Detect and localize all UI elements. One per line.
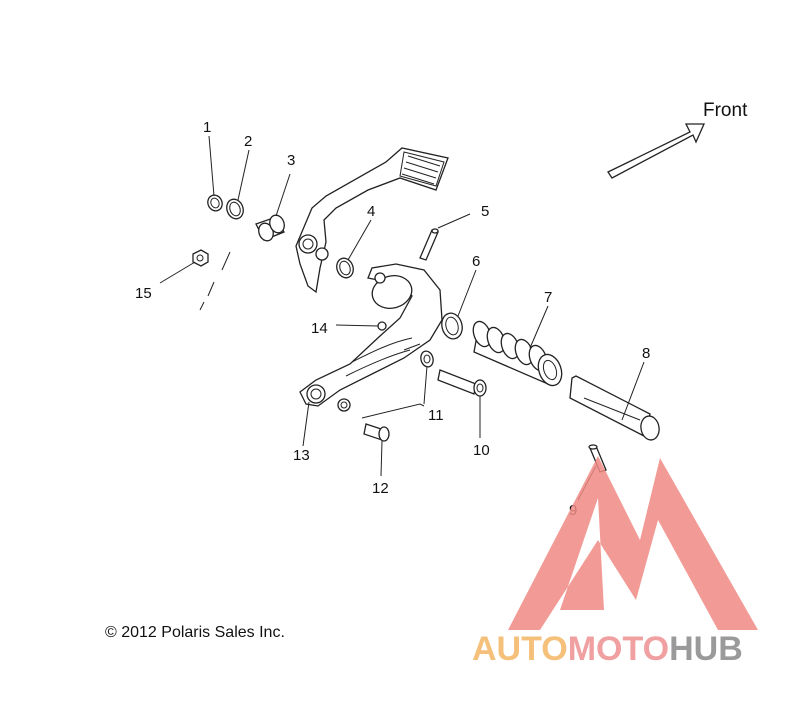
callout-14: 14	[311, 320, 328, 337]
callout-13: 13	[293, 447, 310, 464]
part-8-footpeg-shaft	[569, 375, 660, 441]
part-5-pin	[419, 228, 439, 261]
part-1-clip	[207, 194, 223, 212]
callout-6: 6	[472, 253, 480, 270]
watermark-hub: HUB	[669, 630, 743, 668]
part-15-nut	[192, 249, 209, 267]
callout-15: 15	[135, 285, 152, 302]
callout-12: 12	[372, 480, 389, 497]
part-11-washers	[337, 350, 434, 412]
part-13-footrest-bracket	[299, 263, 443, 407]
callout-8: 8	[642, 345, 650, 362]
callout-numbers: 1 2 3 4 5 6 7 8 9 10 11 12 13 14 15	[135, 119, 650, 519]
part-7-footpeg-rubber	[472, 320, 563, 387]
watermark-auto: AUTO	[472, 630, 568, 668]
part-3-bushing	[255, 214, 285, 242]
watermark-moto: MOTO	[568, 630, 669, 668]
callout-10: 10	[473, 442, 490, 459]
svg-text:AUTOMOTOHUB: AUTOMOTOHUB	[472, 630, 743, 668]
front-label: Front	[703, 100, 748, 121]
part-2-washer	[226, 198, 244, 220]
part-10-bolt	[437, 369, 487, 397]
callout-3: 3	[287, 152, 295, 169]
callout-7: 7	[544, 289, 552, 306]
callout-1: 1	[203, 119, 211, 136]
copyright-text: © 2012 Polaris Sales Inc.	[105, 624, 285, 641]
part-4-washer	[336, 257, 354, 279]
callout-5: 5	[481, 203, 489, 220]
part-brake-pedal-lever	[295, 147, 449, 294]
callout-11: 11	[428, 407, 444, 424]
part-12-bolt	[363, 423, 390, 442]
callout-2: 2	[244, 133, 252, 150]
watermark-text: AUTOMOTOHUB	[472, 630, 743, 668]
front-direction-arrow: Front	[607, 100, 748, 179]
watermark-logo	[508, 456, 758, 630]
part-6-washer	[441, 312, 463, 340]
callout-4: 4	[367, 203, 375, 220]
